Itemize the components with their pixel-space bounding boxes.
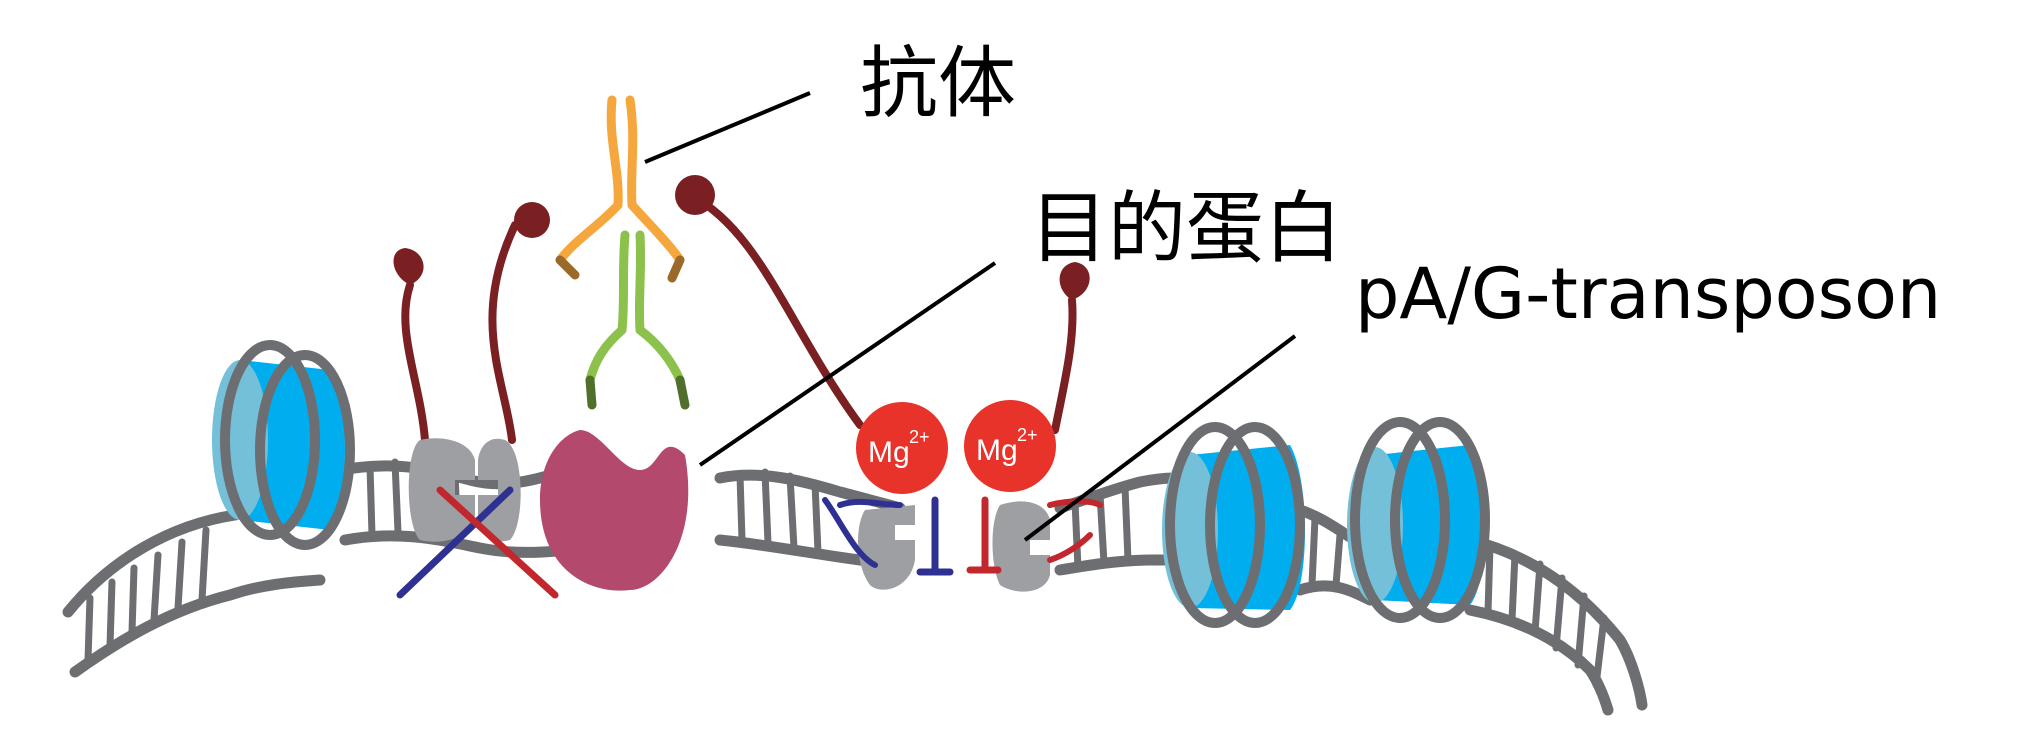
primary-antibody	[585, 230, 690, 410]
leader-lines	[644, 91, 1297, 542]
tether-heads	[393, 175, 1090, 300]
transposase-left	[822, 496, 954, 590]
mg-charge: 2+	[1017, 425, 1038, 445]
label-transposon: pA/G-transposon	[1355, 253, 1941, 335]
inactive-cross-blue	[396, 486, 514, 599]
secondary-antibody	[555, 95, 685, 283]
transposase-inactive	[396, 438, 559, 599]
label-target-protein: 目的蛋白	[1030, 184, 1342, 274]
mg-charge: 2+	[909, 427, 930, 447]
transposase-right	[966, 496, 1103, 592]
histone-right-2	[1347, 417, 1490, 623]
protein-a-tethers	[401, 191, 1077, 444]
mg-symbol: Mg	[976, 434, 1018, 467]
leader-transposon	[1023, 334, 1297, 542]
histone-left	[212, 340, 355, 550]
leader-target-protein	[698, 261, 997, 467]
histone-right-1	[1162, 422, 1305, 628]
magnesium-ion-right: Mg 2+	[964, 400, 1056, 492]
mg-symbol: Mg	[868, 436, 910, 469]
target-protein	[540, 430, 689, 591]
leader-antibody	[644, 91, 811, 164]
label-antibody: 抗体	[860, 39, 1016, 129]
magnesium-ion-left: Mg 2+	[856, 402, 948, 494]
inactive-cross-red	[436, 486, 559, 599]
